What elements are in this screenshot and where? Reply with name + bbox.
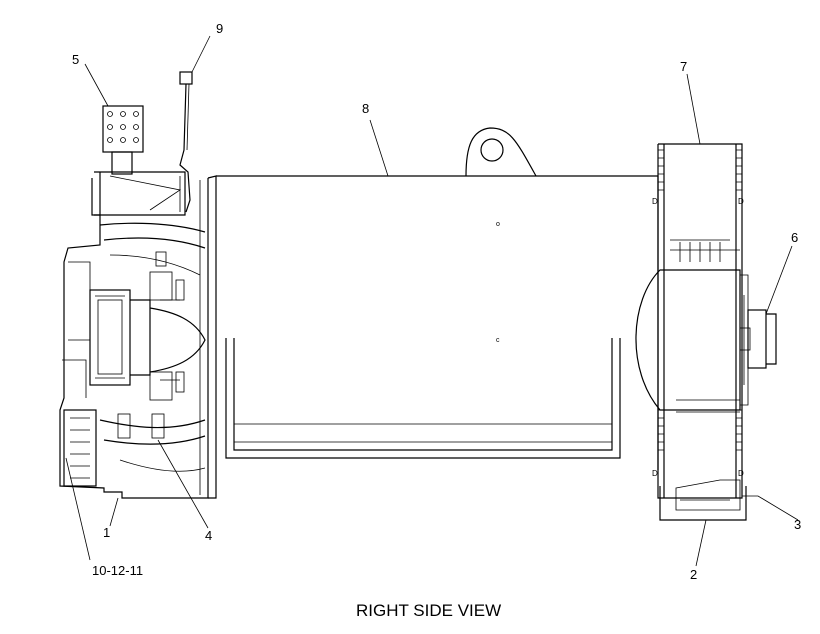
svg-text:c: c <box>496 337 500 344</box>
callout-8: 8 <box>362 101 369 116</box>
callout-9: 9 <box>216 21 223 36</box>
callout-7: 7 <box>680 59 687 74</box>
svg-text:D: D <box>652 197 658 206</box>
callout-2: 2 <box>690 567 697 582</box>
hydraulic-hose-line <box>179 71 193 213</box>
brake-valve-bracket <box>94 105 186 216</box>
callout-4: 4 <box>205 528 212 543</box>
callout-6: 6 <box>791 230 798 245</box>
svg-text:D: D <box>738 469 744 478</box>
right-end-frame: D D D D <box>635 143 749 521</box>
svg-text:o: o <box>496 221 500 228</box>
svg-text:D: D <box>738 197 744 206</box>
hydraulic-motor-fitting <box>739 309 777 369</box>
left-end-housing <box>59 172 217 499</box>
callout-3: 3 <box>794 517 801 532</box>
view-caption: RIGHT SIDE VIEW <box>356 601 501 620</box>
leader-lines <box>65 35 799 567</box>
callout-5: 5 <box>72 52 79 67</box>
callout-1: 1 <box>103 525 110 540</box>
callout-10-12-11: 10-12-11 <box>92 563 143 578</box>
svg-text:D: D <box>652 469 658 478</box>
cable-drum: o c <box>216 127 659 470</box>
